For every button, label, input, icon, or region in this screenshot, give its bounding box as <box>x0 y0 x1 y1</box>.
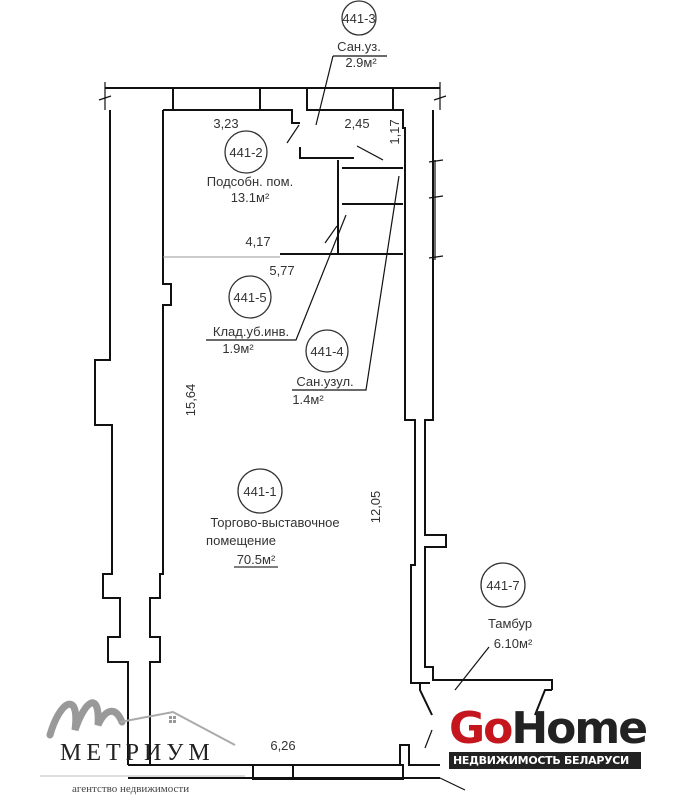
metrium-logo: МЕТРИУМ агентство недвижимости <box>60 688 240 798</box>
room-441-7: 441-7 Тамбур 6.10м² <box>480 562 533 651</box>
room-id: 441-5 <box>233 290 266 305</box>
room-name: Тамбур <box>488 616 532 631</box>
room-area: 13.1м² <box>231 190 270 205</box>
room-id: 441-4 <box>310 344 343 359</box>
room-441-4: 441-4 Сан.узул. 1.4м² <box>292 329 354 407</box>
dim-5-77: 5,77 <box>269 263 294 278</box>
gohome-go: Go <box>449 703 513 754</box>
room-area: 1.4м² <box>292 392 324 407</box>
dim-12-05: 12,05 <box>368 491 383 524</box>
dim-1-17: 1,17 <box>387 119 402 144</box>
room-name: Торгово-выставочное <box>210 515 339 530</box>
gohome-home: Home <box>511 703 648 754</box>
room-name-2: помещение <box>206 533 276 548</box>
dimensions: 3,23 2,45 1,17 4,17 5,77 15,64 12,05 6,2… <box>183 116 402 753</box>
metrium-name: МЕТРИУМ <box>60 740 215 766</box>
room-name: Клад.уб.инв. <box>213 324 289 339</box>
walls <box>94 55 553 791</box>
metrium-tagline: агентство недвижимости <box>72 783 190 795</box>
room-name: Сан.уз. <box>337 39 381 54</box>
gohome-tagline: НЕДВИЖИМОСТЬ БЕЛАРУСИ <box>449 752 641 769</box>
dim-3-23: 3,23 <box>213 116 238 131</box>
room-area: 2.9м² <box>345 55 377 70</box>
gohome-logo: GoHome НЕДВИЖИМОСТЬ БЕЛАРУСИ <box>449 703 648 769</box>
metrium-logo-mark <box>40 699 245 777</box>
dim-2-45: 2,45 <box>344 116 369 131</box>
room-id: 441-3 <box>342 11 375 26</box>
dim-15-64: 15,64 <box>183 384 198 417</box>
room-area: 70.5м² <box>237 552 276 567</box>
dim-4-17: 4,17 <box>245 234 270 249</box>
room-area: 6.10м² <box>494 636 533 651</box>
dim-6-26: 6,26 <box>270 738 295 753</box>
room-area: 1.9м² <box>222 341 254 356</box>
room-441-5: 441-5 Клад.уб.инв. 1.9м² <box>213 275 289 356</box>
room-name: Подсобн. пом. <box>207 174 293 189</box>
room-id: 441-2 <box>229 145 262 160</box>
room-id: 441-7 <box>486 578 519 593</box>
room-name: Сан.узул. <box>296 374 353 389</box>
room-441-2: 441-2 Подсобн. пом. 13.1м² <box>207 130 293 205</box>
room-441-3: 441-2 441-3 Сан.уз. 2.9м² <box>337 0 381 70</box>
room-id: 441-1 <box>243 484 276 499</box>
room-441-1: 441-1 Торгово-выставочное помещение 70.5… <box>206 468 340 567</box>
